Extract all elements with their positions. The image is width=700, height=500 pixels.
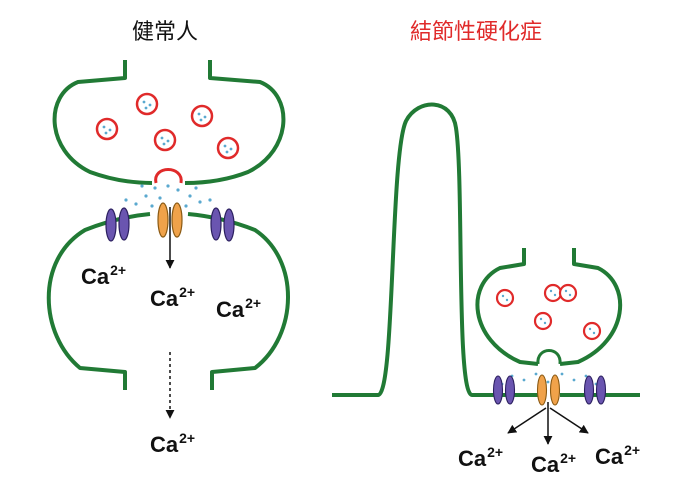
right-neurotransmitter-dots: [500, 372, 598, 386]
calcium-ion-label: Ca2+: [458, 444, 504, 471]
vesicle: [558, 283, 578, 303]
calcium-ion-label: Ca2+: [150, 284, 196, 311]
vesicle: [190, 104, 214, 128]
calcium-ion-label: Ca2+: [150, 430, 196, 457]
left-panel-title: 健常人: [132, 20, 199, 45]
ion-channel: [595, 375, 607, 405]
left-synapse: [46, 60, 290, 419]
ion-channel: [118, 207, 130, 241]
ion-channel: [583, 375, 595, 405]
vesicle: [216, 136, 240, 160]
vesicle: [495, 288, 515, 308]
ion-channel: [223, 208, 235, 242]
influx-arrow: [507, 407, 547, 434]
right-presynaptic-membrane: [475, 248, 623, 366]
ion-channel: [171, 202, 183, 238]
left-fusing-vesicle: [154, 168, 183, 184]
right-vesicles: [495, 283, 602, 341]
vesicle: [95, 117, 119, 141]
calcium-ion-label: Ca2+: [81, 262, 127, 289]
ion-channel: [157, 202, 169, 238]
calcium-ion-label: Ca2+: [531, 450, 577, 477]
left-receptor-channels: [105, 202, 235, 242]
vesicle: [582, 321, 602, 341]
ion-channel: [492, 375, 504, 405]
influx-arrow: [549, 407, 589, 434]
ion-channel: [105, 208, 117, 242]
ion-channel: [536, 374, 548, 406]
vesicle: [135, 92, 159, 116]
right-fusing-bulge: [536, 349, 562, 365]
ion-channel: [210, 207, 222, 241]
left-presynaptic-membrane: [52, 60, 286, 185]
vesicle: [543, 283, 563, 303]
ion-channel: [504, 375, 516, 405]
right-synapse: [332, 102, 640, 445]
calcium-ion-label: Ca2+: [595, 442, 641, 469]
right-receptor-channels: [492, 374, 607, 406]
vesicle: [153, 128, 177, 152]
calcium-ion-label: Ca2+: [216, 295, 262, 322]
left-vesicles: [95, 92, 240, 160]
right-influx-arrows: [507, 402, 589, 445]
ion-channel: [549, 374, 561, 406]
vesicle: [533, 311, 553, 331]
left-neurotransmitter-dots: [124, 184, 212, 208]
right-panel-title: 結節性硬化症: [410, 20, 543, 45]
